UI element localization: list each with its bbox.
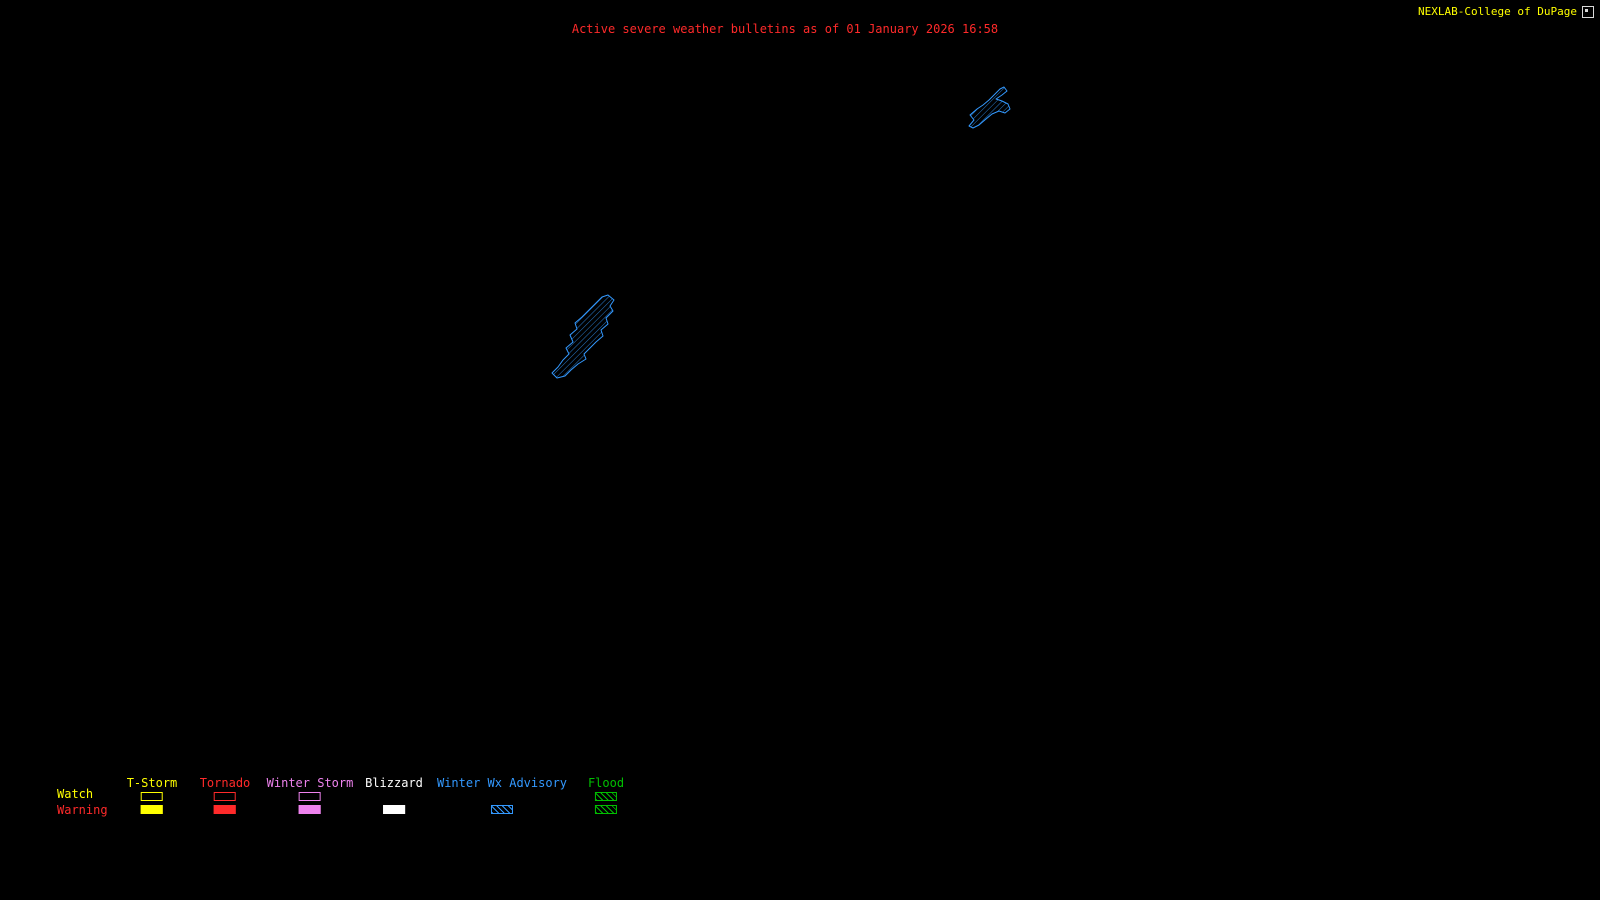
- legend-column-flood: Flood: [588, 777, 624, 814]
- page-title: Active severe weather bulletins as of 01…: [571, 22, 999, 36]
- legend-column-tornado: Tornado: [199, 776, 251, 814]
- legend-column-winter-storm: Winter Storm: [266, 776, 354, 814]
- flood-watch-swatch: [595, 792, 617, 801]
- legend-column-tstorm: T-Storm: [126, 776, 178, 814]
- nexlab-logo-icon: [1582, 5, 1594, 18]
- winter-storm-label: Winter Storm: [266, 776, 354, 790]
- tstorm-watch-swatch: [140, 792, 163, 801]
- legend-column-blizzard: Blizzard: [365, 777, 423, 814]
- tstorm-warning-swatch: [140, 805, 163, 814]
- tornado-warning-swatch: [213, 805, 236, 814]
- legend-warning-row-label: Warning: [57, 803, 108, 817]
- winter-wx-advisory-region-central: [551, 294, 615, 379]
- winter-wx-advisory-warning-swatch: [490, 805, 513, 814]
- legend-watch-row-label: Watch: [57, 787, 94, 801]
- winter-wx-advisory-region-northeast: [968, 86, 1011, 129]
- winter-storm-watch-swatch: [298, 792, 321, 801]
- legend-column-winter-wx-advisory: Winter Wx Advisory: [437, 777, 567, 814]
- winter-wx-advisory-label: Winter Wx Advisory: [436, 776, 568, 790]
- tornado-watch-swatch: [213, 792, 236, 801]
- attribution-text: NEXLAB-College of DuPage: [1418, 5, 1577, 18]
- tstorm-label: T-Storm: [126, 776, 178, 790]
- blizzard-warning-swatch: [382, 805, 405, 814]
- tornado-label: Tornado: [199, 776, 251, 790]
- flood-label: Flood: [587, 776, 625, 790]
- blizzard-label: Blizzard: [365, 776, 423, 790]
- attribution: NEXLAB-College of DuPage: [1418, 5, 1594, 18]
- flood-warning-swatch: [595, 805, 617, 814]
- winter-storm-warning-swatch: [298, 805, 321, 814]
